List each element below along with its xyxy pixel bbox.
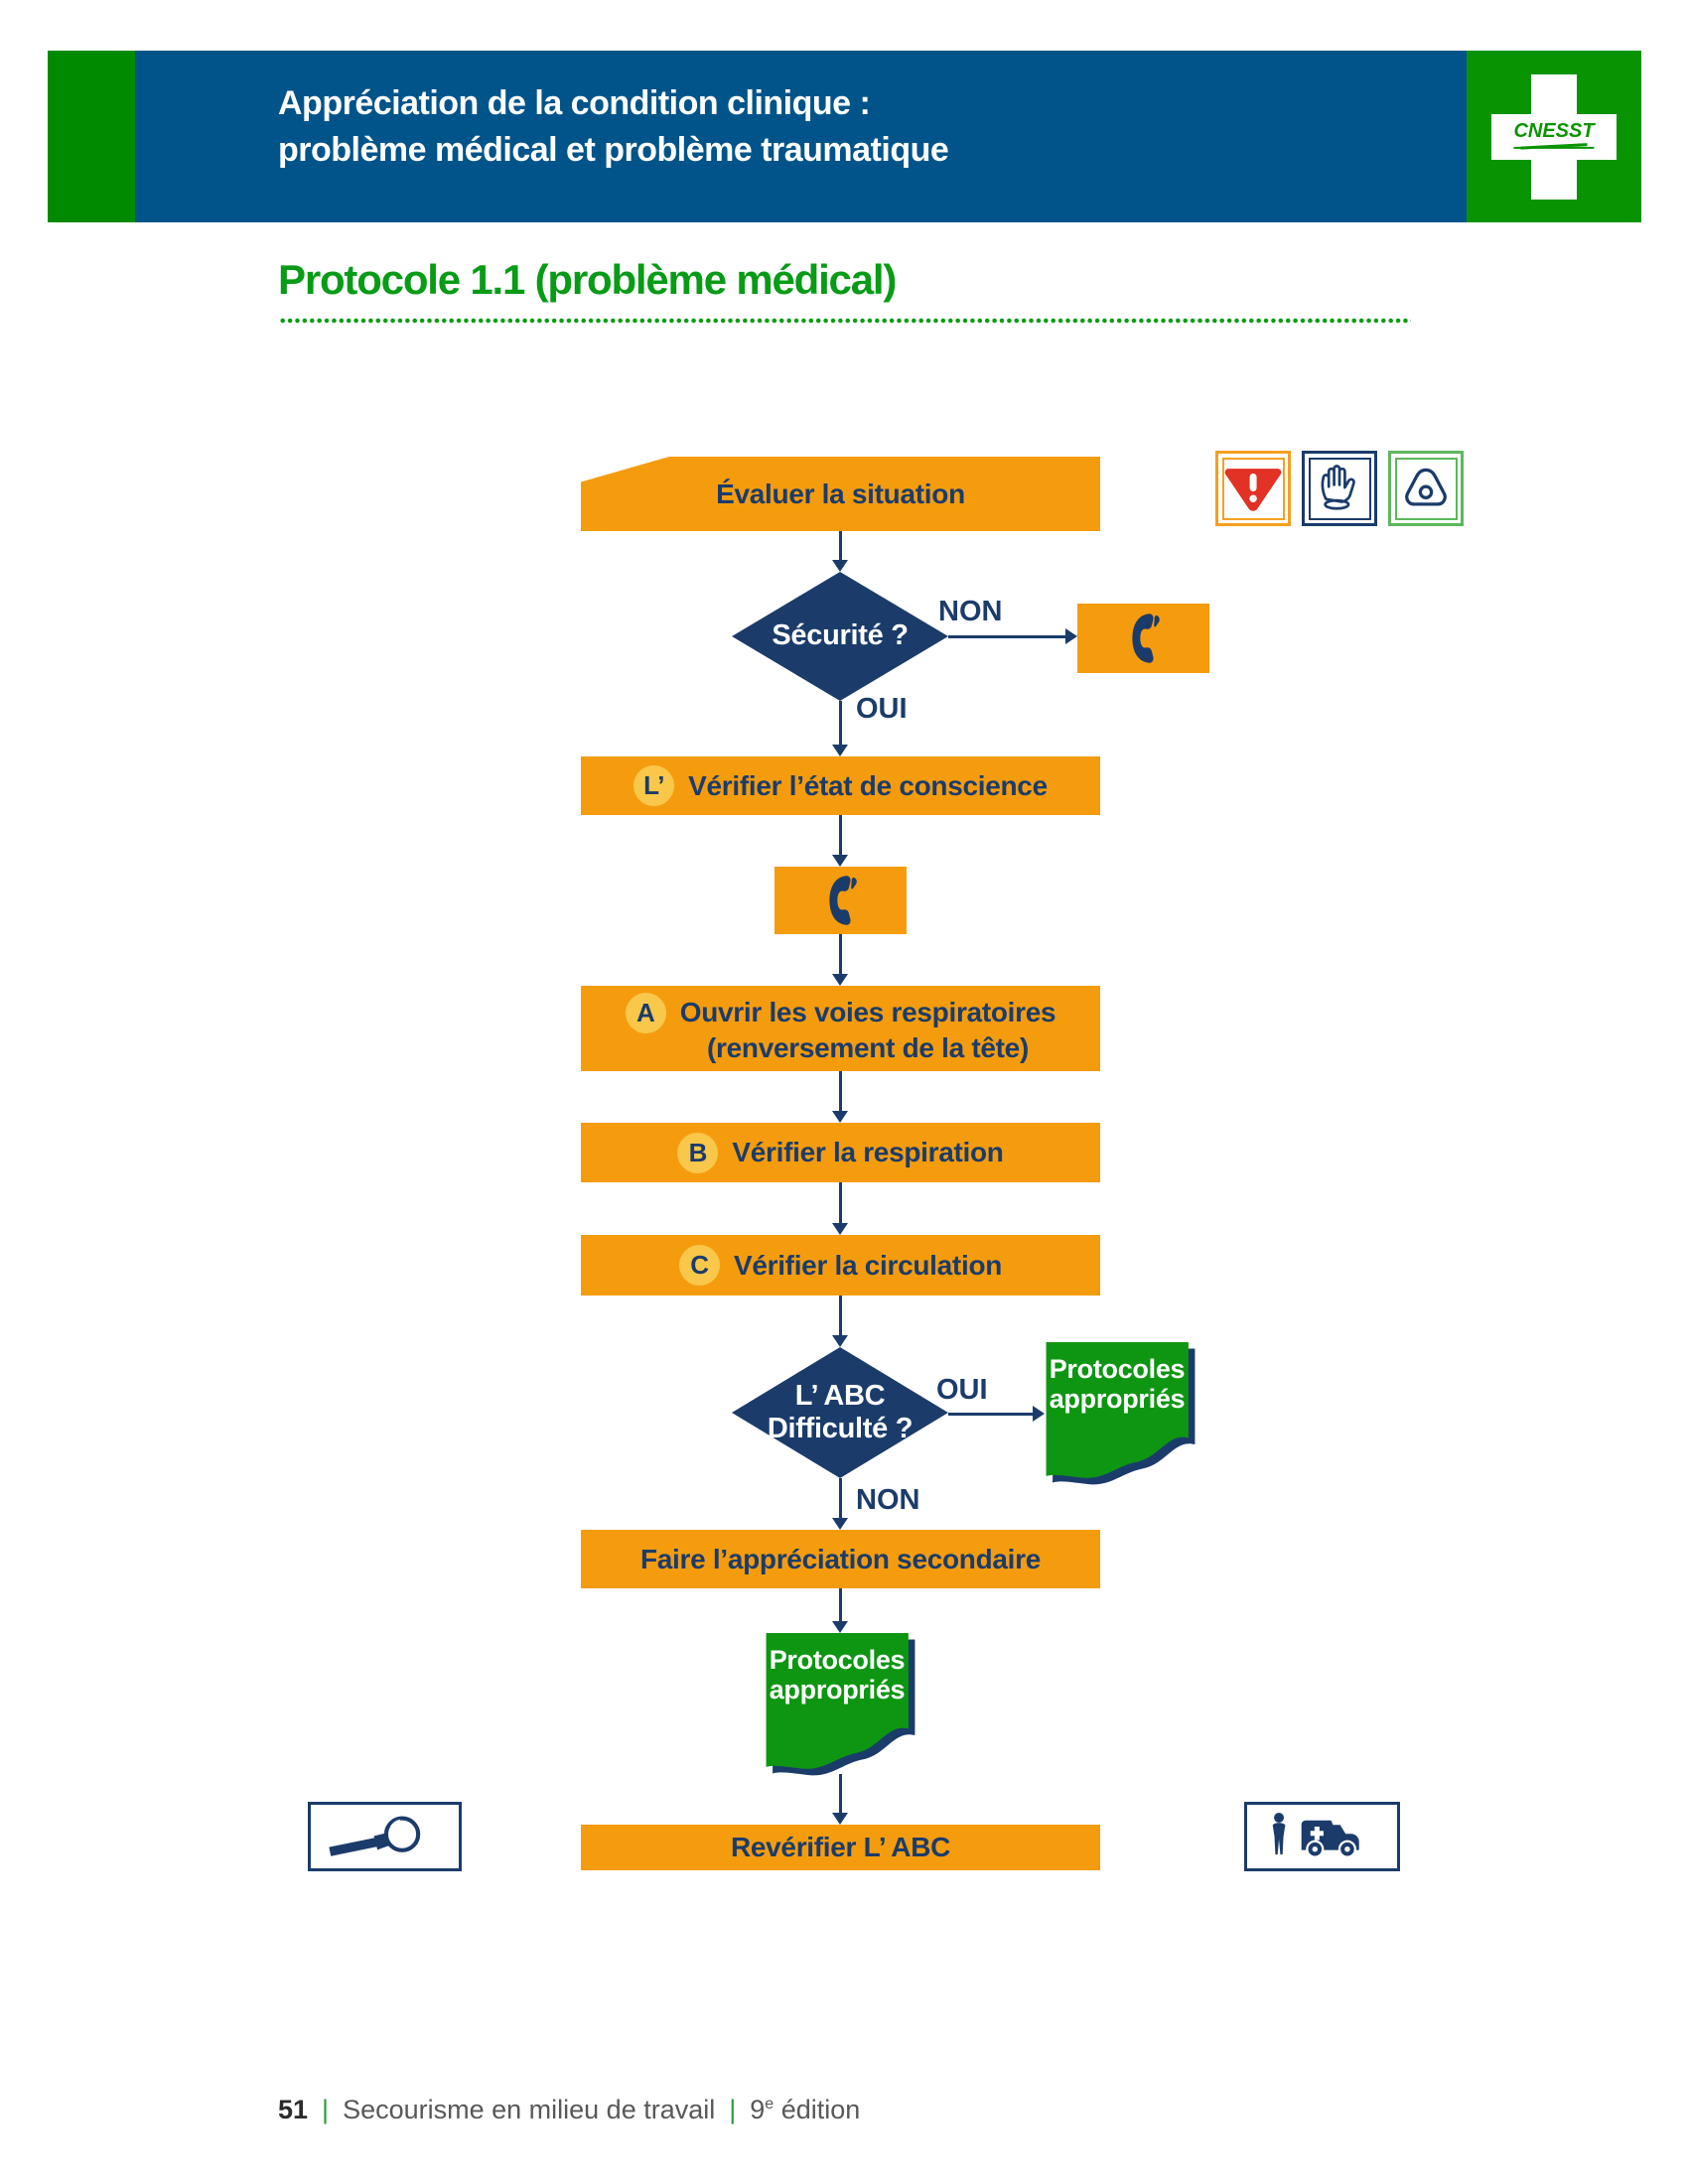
badge-b: B (677, 1132, 719, 1173)
header-banner: Appréciation de la condition clinique : … (135, 51, 1467, 222)
flow-arrow-down (831, 531, 849, 572)
flow-arrow-down (831, 1774, 849, 1825)
section-title: Protocole 1.1 (problème médical) (278, 256, 897, 303)
protocols-doc-box: Protocoles appropriés (765, 1633, 916, 1780)
flow-arrow-down (831, 1071, 849, 1123)
document-shape (1046, 1342, 1196, 1485)
goggles-icon (1388, 451, 1464, 526)
magnifier-box (308, 1802, 462, 1871)
step-c-label: Vérifier la circulation (733, 1249, 1003, 1281)
call-help-box (1077, 604, 1209, 673)
phone-icon (1131, 614, 1160, 663)
edition-word: édition (780, 2095, 861, 2124)
step-secondary-assessment: Faire l’appréciation secondaire (581, 1530, 1100, 1588)
flow-arrow-right (948, 627, 1077, 645)
label-oui: OUI (856, 693, 908, 725)
step-b-check-breathing: B Vérifier la respiration (581, 1123, 1100, 1182)
badge-c: C (678, 1245, 720, 1286)
danger-warning-icon (1215, 451, 1291, 526)
protocols-line2: appropriés (769, 1675, 906, 1706)
person-and-ambulance-icon (1272, 1812, 1359, 1858)
book-title: Secourisme en milieu de travail (343, 2095, 716, 2124)
step-a-line2: (renversement de la tête) (707, 1032, 1029, 1064)
page-footer: 51 | Secourisme en milieu de travail | 9… (278, 2095, 860, 2125)
protocols-line2: appropriés (1049, 1384, 1186, 1415)
step-a-line1: Ouvrir les voies respiratoires (679, 997, 1056, 1028)
page-number: 51 (278, 2095, 309, 2124)
transport-box (1244, 1802, 1400, 1871)
magnifying-glass-icon (328, 1816, 420, 1856)
step-check-conscience: L’ Vérifier l’état de conscience (581, 756, 1100, 815)
decision-security: Sécurité ? (732, 572, 948, 701)
edition: 9e édition (750, 2095, 860, 2125)
page-title-line2: problème médical et problème traumatique (278, 131, 949, 169)
decision-abc-line1: L’ ABC (794, 1379, 886, 1412)
protocols-line1: Protocoles (1049, 1354, 1186, 1384)
goggles-outline-icon (1405, 468, 1447, 506)
edition-number: 9 (750, 2095, 766, 2124)
step-check-conscience-label: Vérifier l’état de conscience (688, 769, 1048, 801)
protocols-line1: Protocoles (769, 1645, 906, 1675)
footer-separator: | (729, 2095, 737, 2124)
decision-security-label: Sécurité ? (772, 619, 909, 652)
flow-arrow-down (831, 934, 849, 986)
flow-arrow-right (948, 1405, 1045, 1423)
label-non: NON (856, 1484, 920, 1516)
decision-abc-line2: Difficulté ? (767, 1413, 914, 1444)
flow-arrow-down (831, 815, 849, 867)
step-c-check-circulation: C Vérifier la circulation (581, 1235, 1100, 1296)
page-title: Appréciation de la condition clinique : … (278, 80, 949, 174)
badge-a: A (625, 993, 666, 1034)
step-evaluate-situation: Évaluer la situation (581, 457, 1100, 531)
warning-triangle-icon (1224, 468, 1282, 511)
flow-arrow-down (831, 1588, 849, 1633)
decision-abc-difficulty: L’ ABC Difficulté ? (732, 1347, 948, 1478)
dotted-divider (279, 318, 1411, 324)
page-title-line1: Appréciation de la condition clinique : (278, 84, 871, 122)
call-help-box (774, 867, 907, 934)
step-b-label: Vérifier la respiration (732, 1137, 1004, 1167)
footer-separator: | (322, 2095, 330, 2124)
flow-arrow-down (831, 1182, 849, 1235)
phone-icon (828, 876, 857, 925)
step-evaluate-label: Évaluer la situation (716, 478, 965, 509)
step-recheck-label: Revérifier L’ ABC (730, 1832, 951, 1862)
cnesst-wordmark: CNESST (1513, 119, 1595, 149)
document-shape (766, 1633, 915, 1776)
flow-arrow-down (831, 1478, 849, 1530)
flow-arrow-down (831, 1296, 849, 1347)
flow-arrow-down (831, 701, 849, 756)
edition-sup: e (765, 2096, 774, 2113)
glove-outline-icon (1321, 465, 1355, 510)
label-non: NON (938, 596, 1003, 627)
badge-l: L’ (633, 765, 675, 806)
step-secondary-label: Faire l’appréciation secondaire (639, 1543, 1042, 1574)
cnesst-logo: CNESST (1467, 51, 1641, 222)
label-oui: OUI (936, 1374, 988, 1406)
protocols-doc-box: Protocoles appropriés (1045, 1342, 1196, 1489)
glove-icon (1302, 451, 1377, 526)
step-a-open-airways: A Ouvrir les voies respiratoires (renver… (581, 986, 1100, 1071)
header-green-block (48, 51, 135, 222)
step-recheck-abc: Revérifier L’ ABC (581, 1825, 1100, 1870)
